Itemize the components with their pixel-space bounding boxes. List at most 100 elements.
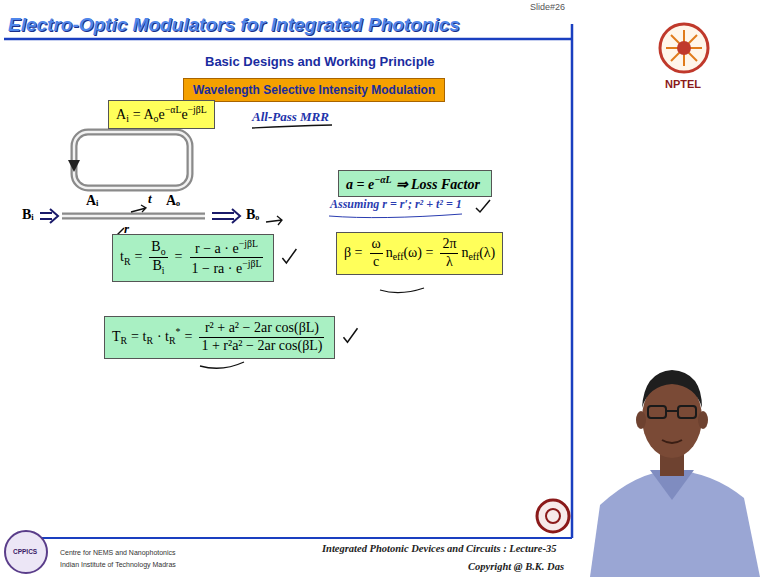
field-label: Aₒ (166, 193, 180, 209)
centre-name: Centre for NEMS and Nanophotonics (60, 549, 176, 557)
nptel-logo-center (677, 41, 691, 55)
cppics-logo (5, 531, 47, 573)
presenter-shirt (590, 470, 760, 577)
presenter-hair (642, 370, 702, 408)
numerator: ω (370, 236, 383, 253)
formula-box: Ai= Aoe−αLe−jβL (108, 100, 215, 129)
frame-line (20, 537, 572, 539)
formula-text: 1 + r²a² − 2ar cos(βL) (201, 338, 322, 353)
ring-resonator-core (74, 132, 190, 188)
institute-name: Indian Institute of Technology Madras (60, 561, 176, 569)
formula-text: A (116, 107, 126, 122)
denominator: c (370, 253, 383, 271)
formula-text: R (146, 335, 153, 346)
ring-resonator (74, 132, 190, 188)
fraction: r² + a² − 2ar cos(βL)1 + r²a² − 2ar cos(… (199, 320, 324, 355)
logo-text: CPPICS (13, 548, 37, 555)
formula-text: = t (131, 329, 146, 344)
formula-text: −αL (374, 174, 391, 185)
formula-text: B (151, 239, 160, 254)
bus-waveguide (62, 213, 205, 220)
formula-box: tR=BoBi=r − a · e−jβL1 − ra · e−jβL (112, 234, 274, 282)
formula-text: R (169, 335, 176, 346)
fraction: ωc (370, 236, 383, 271)
numerator: Bo (149, 239, 167, 258)
title-rule (4, 38, 572, 41)
formula-text: eff (468, 251, 479, 262)
output-arrow (212, 209, 240, 223)
formula-text: i (126, 113, 129, 124)
numerator: 2π (440, 236, 458, 253)
formula-text: −jβL (188, 104, 207, 115)
frame-line (571, 24, 574, 538)
copyright-note: Copyright @ B.K. Das (468, 561, 564, 573)
formula-text: e (159, 107, 165, 122)
formula-text: β = (344, 245, 363, 260)
formula-box: β =ωcneff(ω) =2πλneff(λ) (336, 232, 503, 275)
denominator: 1 + r²a² − 2ar cos(βL) (199, 337, 324, 355)
nptel-logo-spokes (666, 30, 702, 66)
formula-text: = (175, 249, 183, 264)
slide-number: Slide#26 (530, 2, 565, 12)
underline (329, 214, 462, 218)
slide-title: Electro-Optic Modulators for Integrated … (8, 14, 460, 36)
device-name: All-Pass MRR (252, 110, 329, 125)
formula-text: ⇒ Loss Factor (396, 177, 480, 192)
formula-text: R (121, 335, 128, 346)
pen-arrow (266, 216, 282, 225)
denominator: 1 − ra · e−jβL (190, 257, 264, 277)
check-mark (476, 200, 490, 212)
underline (252, 125, 332, 128)
formula-text: = (134, 249, 142, 264)
presenter-ear (636, 411, 646, 429)
formula-text: −jβL (242, 258, 261, 269)
nptel-logo (660, 24, 708, 72)
formula-text: o (161, 246, 166, 257)
formula-text: e (181, 107, 187, 122)
pen-arrow (131, 205, 146, 212)
formula-text: n (461, 245, 468, 260)
numerator: r² + a² − 2ar cos(βL) (199, 320, 324, 337)
numerator: r − a · e−jβL (190, 238, 264, 257)
denominator: Bi (149, 257, 167, 277)
coupling-label: t (148, 192, 152, 207)
presenter-ear (698, 411, 708, 429)
formula-text: o (154, 113, 159, 124)
section-heading: Basic Designs and Working Principle (205, 55, 435, 70)
check-mark (282, 249, 296, 263)
formula-text: 1 − ra · e (192, 261, 243, 276)
formula-text: = A (133, 107, 154, 122)
formula-text: B (152, 258, 161, 273)
formula-text: 2π (442, 236, 456, 251)
topic-band: Wavelength Selective Intensity Modulatio… (183, 78, 445, 102)
formula-text: λ (446, 254, 453, 269)
pen-mark (200, 362, 244, 368)
formula-text: t (120, 249, 124, 264)
course-footer: Integrated Photonic Devices and Circuits… (322, 543, 556, 555)
formula-text: · t (157, 329, 169, 344)
pen-mark (380, 288, 424, 293)
fraction: BoBi (149, 239, 167, 277)
field-label: Aᵢ (86, 193, 99, 209)
denominator: λ (440, 253, 458, 271)
formula-text: −αL (165, 104, 182, 115)
presenter-glasses (648, 406, 696, 418)
iit-logo (537, 500, 569, 532)
fraction: r − a · e−jβL1 − ra · e−jβL (190, 238, 264, 278)
formula-text: −jβL (239, 238, 258, 249)
iit-logo-inner (546, 509, 560, 523)
formula-text: a = e (346, 177, 374, 192)
formula-text: Wavelength Selective Intensity Modulatio… (193, 83, 435, 97)
input-arrow (40, 209, 58, 223)
formula-text: c (373, 254, 379, 269)
formula-text: * (176, 326, 181, 337)
formula-box: TR= tR· tR*=r² + a² − 2ar cos(βL)1 + r²a… (104, 316, 335, 359)
field-label: Bₒ (246, 207, 259, 223)
formula-text: r − a · e (195, 241, 239, 256)
ring-direction-arrow (68, 160, 80, 172)
formula-text: (ω) = (403, 245, 433, 260)
formula-text: R (124, 256, 131, 267)
check-mark (343, 328, 357, 342)
formula-text: n (386, 245, 393, 260)
